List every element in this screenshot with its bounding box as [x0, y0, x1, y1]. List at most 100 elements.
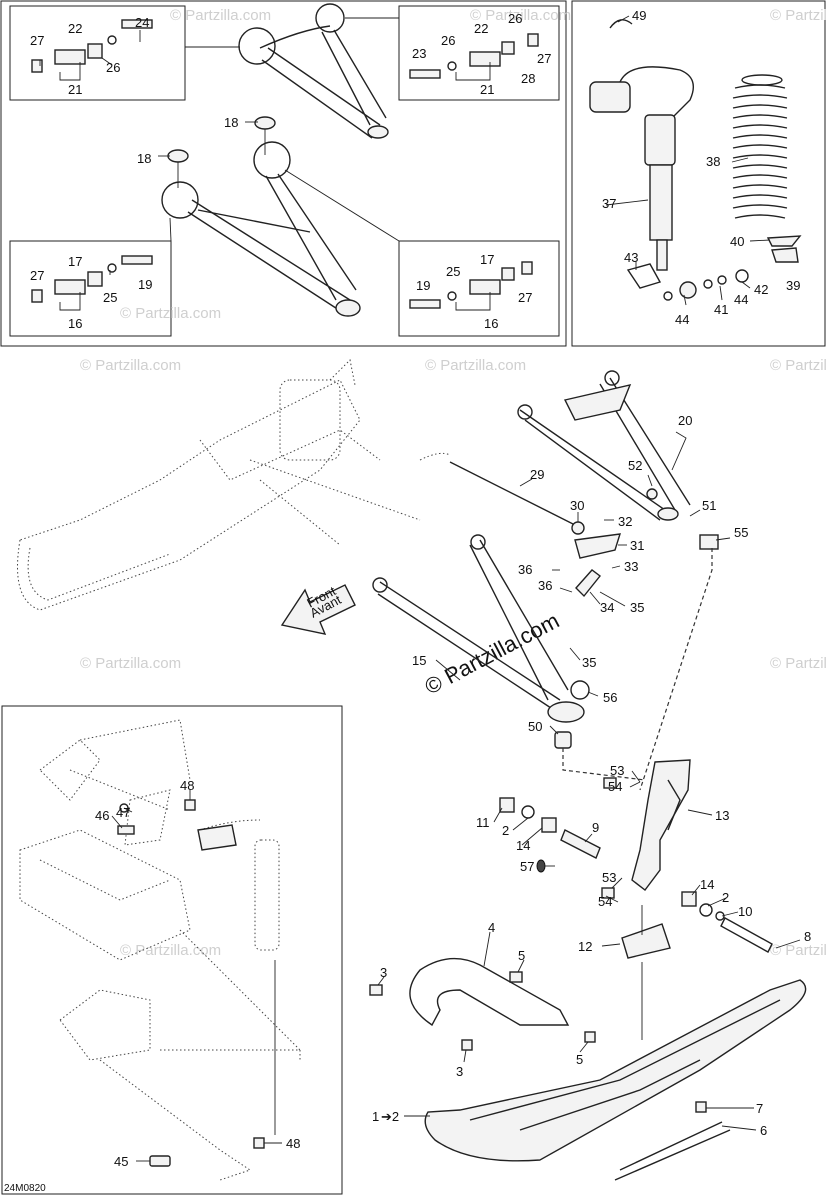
watermark-text: © Partzilla.com [470, 7, 571, 24]
callout-6: 6 [760, 1123, 767, 1138]
callout-9: 9 [592, 820, 599, 835]
callout-19: 19 [416, 278, 430, 293]
diagram-code: 24M0820 [4, 1183, 46, 1194]
callout-17: 17 [480, 252, 494, 267]
shock-absorber-drawing [589, 19, 697, 299]
callout-27: 27 [518, 290, 532, 305]
callout-47: 47 [116, 805, 130, 820]
watermark-text: © Partzilla.com [120, 305, 221, 322]
detail-box-top-right [398, 5, 560, 101]
watermark-text: © Partzilla.com [80, 655, 181, 672]
callout-15: 15 [412, 653, 426, 668]
coil-spring-drawing [732, 74, 788, 219]
callout-25: 25 [446, 264, 460, 279]
callout-49: 49 [632, 8, 646, 23]
callout-31: 31 [630, 538, 644, 553]
spindle-hardware-drawing [499, 777, 773, 953]
upper-a-arm-20-drawing [517, 370, 691, 521]
callout-numbers: 27 22 24 26 21 22 26 26 23 27 28 21 18 1… [30, 8, 811, 1169]
callout-54: 54 [598, 894, 612, 909]
watermark-text: © Partzilla.com [80, 357, 181, 374]
callout-44: 44 [675, 312, 689, 327]
callout-36: 36 [518, 562, 532, 577]
washer-44b-drawing [663, 291, 673, 301]
callout-53: 53 [610, 763, 624, 778]
ball-joint-55-drawing [699, 534, 719, 550]
ball-joint-50-drawing [554, 731, 572, 749]
tie-rod-29-drawing [449, 461, 576, 526]
callout-18: 18 [137, 151, 151, 166]
link-34-drawing [575, 569, 601, 598]
steering-arm-31-drawing [574, 533, 621, 559]
watermark-text: © Partzilla.com [170, 7, 271, 24]
callout-27: 27 [30, 33, 44, 48]
callout-48: 48 [180, 778, 194, 793]
callout-10: 10 [738, 904, 752, 919]
upper-arms-panel-border [0, 0, 567, 347]
callout-7: 7 [756, 1101, 763, 1116]
callout-3: 3 [456, 1064, 463, 1079]
callout-43: 43 [624, 250, 638, 265]
lower-a-arm-15-drawing [372, 534, 585, 723]
callout-22: 22 [474, 21, 488, 36]
runner-6-drawing [614, 1121, 731, 1181]
callout-56: 56 [603, 690, 617, 705]
callout-29: 29 [530, 467, 544, 482]
callout-44: 44 [734, 292, 748, 307]
callout-17: 17 [68, 254, 82, 269]
callout-33: 33 [624, 559, 638, 574]
callout-18: 18 [224, 115, 238, 130]
bushing-43-drawing [626, 263, 662, 289]
callout-52: 52 [628, 458, 642, 473]
front-direction-arrow: Front Avant [280, 583, 356, 635]
upper-a-arm-drawing [238, 3, 389, 139]
detail-box-top-left [9, 5, 186, 101]
callout-14: 14 [700, 877, 714, 892]
bushing-18-drawing [167, 149, 189, 163]
callout-35: 35 [630, 600, 644, 615]
washer-44-drawing [717, 275, 727, 285]
lower-a-arm-drawing [161, 141, 361, 317]
bushing-52-drawing [646, 488, 658, 500]
callout-11: 11 [476, 815, 490, 830]
detail-hardware-bottom-left [31, 255, 153, 303]
nut-7-drawing [695, 1101, 707, 1113]
callout-41: 41 [714, 302, 728, 317]
bolt-45-drawing [149, 1155, 171, 1167]
callout-36: 36 [538, 578, 552, 593]
shock-panel-border [571, 0, 826, 347]
callout-1: 1 [372, 1109, 379, 1124]
callout-25: 25 [103, 290, 117, 305]
callout-35: 35 [582, 655, 596, 670]
spring-seat-39-drawing [771, 247, 799, 263]
watermark-text: © Partzilla.com [770, 357, 827, 374]
callout-5: 5 [518, 948, 525, 963]
callout-28: 28 [521, 71, 535, 86]
callout-39: 39 [786, 278, 800, 293]
shock-mount-drawing [197, 824, 237, 851]
nut-48-drawing [253, 1137, 265, 1149]
connector-line [284, 169, 400, 242]
callout-16: 16 [484, 316, 498, 331]
callout-21: 21 [68, 82, 82, 97]
ring-42-drawing [735, 269, 749, 283]
callout-53: 53 [602, 870, 616, 885]
callout-19: 19 [138, 277, 152, 292]
callout-22: 22 [68, 21, 82, 36]
callout-55: 55 [734, 525, 748, 540]
watermark-text: © Partzilla.com [770, 655, 827, 672]
leader-lines [39, 15, 801, 1162]
callout-45: 45 [114, 1154, 128, 1169]
ski-1-drawing [424, 979, 807, 1162]
callout-57: 57 [520, 859, 534, 874]
ski-handle-4-drawing [409, 957, 570, 1027]
callout-27: 27 [30, 268, 44, 283]
detail-hardware-top-right [409, 33, 539, 79]
bolt-3-drawing [369, 984, 383, 996]
callout-51: 51 [702, 498, 716, 513]
callout-20: 20 [678, 413, 692, 428]
callout-26: 26 [441, 33, 455, 48]
callout-23: 23 [412, 46, 426, 61]
callout-2: 2 [722, 890, 729, 905]
